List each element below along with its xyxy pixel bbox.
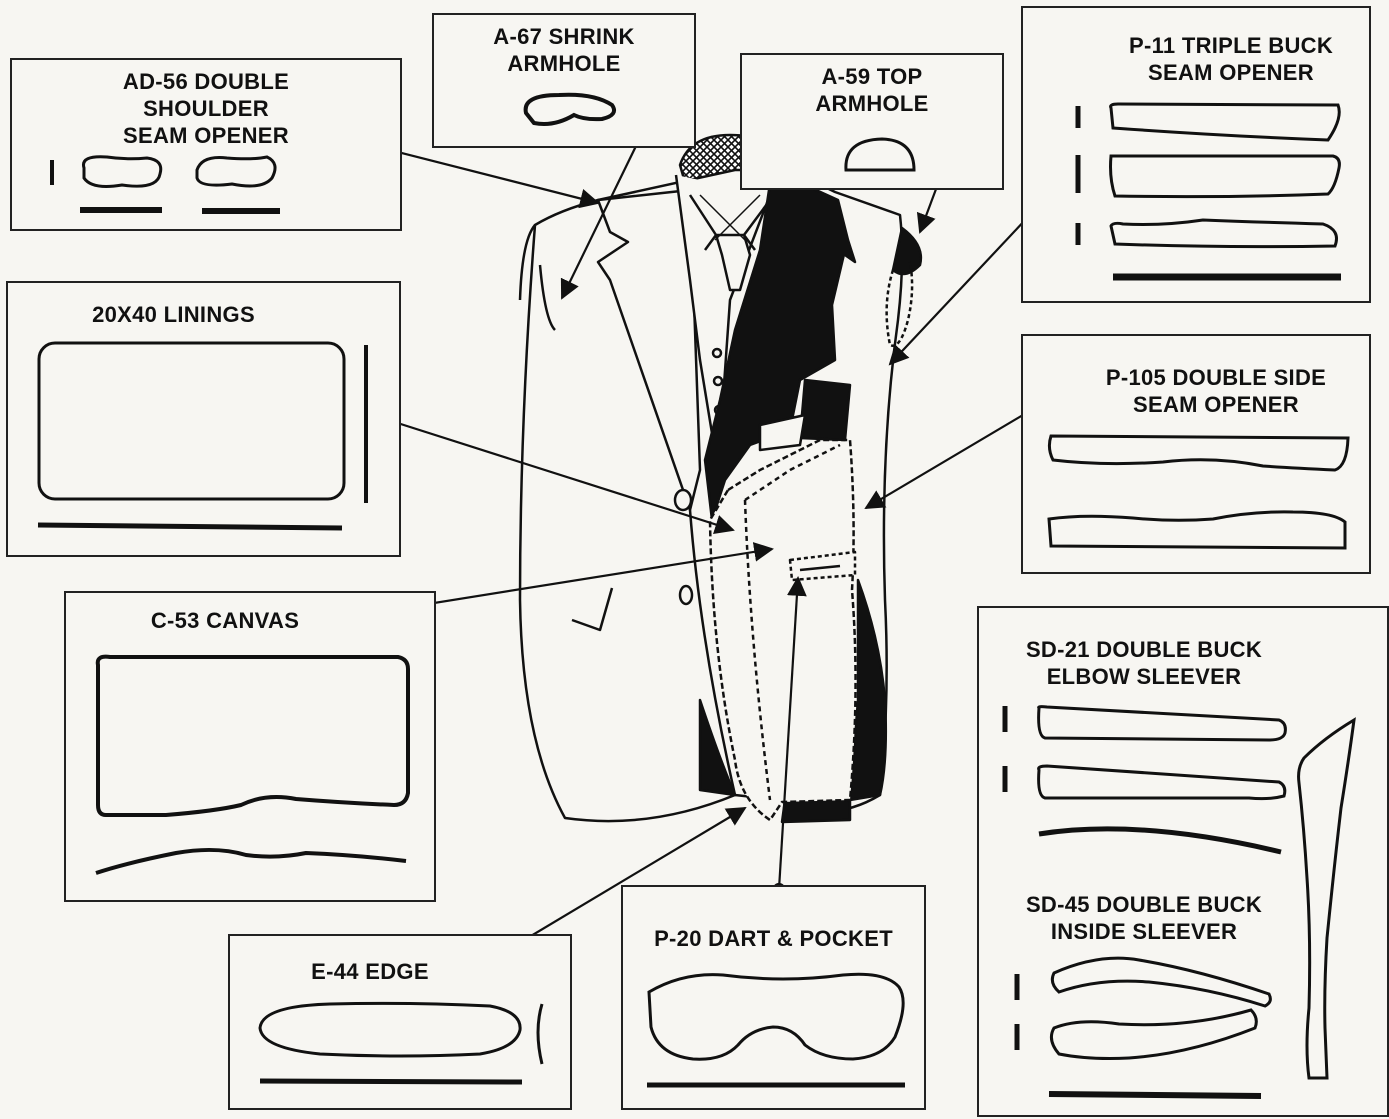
box-p105: P-105 DOUBLE SIDE SEAM OPENER: [1021, 334, 1371, 574]
p20-shapes: [647, 972, 905, 1088]
ad56-shapes: [50, 155, 280, 214]
e44-shapes: [258, 1001, 544, 1085]
label-ad56: AD-56 DOUBLE SHOULDER SEAM OPENER: [122, 69, 290, 148]
label-sd21: SD-21 DOUBLE BUCK ELBOW SLEEVER: [1025, 637, 1263, 689]
jacket-button: [678, 584, 694, 606]
box-a59: A-59 TOP ARMHOLE: [740, 53, 1004, 190]
label-e44: E-44 EDGE: [311, 959, 429, 984]
jacket-button: [673, 488, 693, 512]
tie: [714, 233, 752, 292]
box-a67: A-67 SHRINK ARMHOLE: [432, 13, 696, 148]
label-linings: 20x40 LININGS: [92, 302, 255, 327]
label-c53: C-53 CANVAS: [150, 608, 300, 633]
pocket-flap: [788, 550, 857, 582]
label-p105: P-105 DOUBLE SIDE SEAM OPENER: [1105, 365, 1327, 417]
canvas-panel: [708, 438, 857, 822]
box-e44: E-44 EDGE: [228, 934, 572, 1110]
p105-shapes: [1047, 434, 1350, 550]
jacket-illustration: [518, 133, 923, 824]
a67-shapes: [523, 92, 616, 126]
box-sd21-sd45: SD-21 DOUBLE BUCK ELBOW SLEEVER SD-45 DO…: [977, 606, 1389, 1117]
box-p20: P-20 DART & POCKET: [621, 885, 926, 1110]
box-ad56: AD-56 DOUBLE SHOULDER SEAM OPENER: [10, 58, 402, 231]
linings-shapes: [37, 341, 368, 531]
label-sd45: SD-45 DOUBLE BUCK INSIDE SLEEVER: [1025, 892, 1263, 944]
box-p11: P-11 TRIPLE BUCK SEAM OPENER: [1021, 6, 1371, 303]
box-linings: 20x40 LININGS: [6, 281, 401, 557]
sd-shapes: [1002, 705, 1356, 1099]
box-c53: C-53 CANVAS: [64, 591, 436, 902]
c53-shapes: [95, 654, 410, 875]
p11-shapes: [1075, 102, 1341, 281]
armhole-pad: [891, 226, 923, 276]
a59-shapes: [844, 137, 916, 172]
label-a59: A-59 TOP ARMHOLE: [815, 64, 929, 116]
label-p20: P-20 DART & POCKET: [654, 926, 893, 951]
label-a67: A-67 SHRINK ARMHOLE: [493, 24, 635, 76]
label-p11: P-11 TRIPLE BUCK SEAM OPENER: [1128, 33, 1334, 85]
